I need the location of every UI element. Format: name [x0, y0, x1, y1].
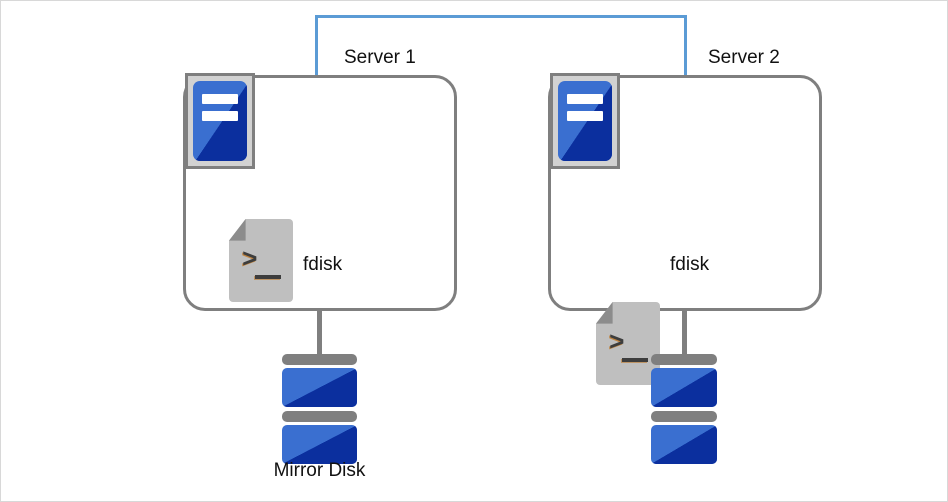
disk-bar-middle	[282, 411, 357, 422]
disk-bar-middle	[651, 411, 717, 422]
server-icon-bar-top	[566, 93, 604, 105]
disk-bar-top	[651, 354, 717, 365]
mirror-disk-label: Mirror Disk	[273, 460, 366, 481]
server-icon-bar-bottom	[201, 110, 239, 121]
fdisk-document-icon: >	[596, 302, 660, 385]
terminal-prompt-glyph: >	[242, 245, 258, 275]
document-fold-corner	[229, 219, 246, 241]
disk-platter-lower	[282, 425, 357, 464]
disk-bar-top	[282, 354, 357, 365]
server-machine-icon	[185, 73, 255, 169]
disk-platter-upper	[651, 368, 717, 407]
fdisk-document-icon: >	[229, 219, 293, 302]
document-fold-corner	[596, 302, 613, 324]
disk-platter-lower	[651, 425, 717, 464]
terminal-cursor-glyph	[255, 275, 281, 279]
server-1-fdisk-label: fdisk	[303, 254, 343, 275]
disk-platter-upper	[282, 368, 357, 407]
server-interconnect-bracket	[315, 15, 687, 77]
terminal-cursor-glyph	[622, 358, 648, 362]
server-machine-icon	[550, 73, 620, 169]
server-2-fdisk-label: fdisk	[670, 254, 710, 275]
server-icon-bar-top	[201, 93, 239, 105]
server-2-disk-connector	[682, 311, 687, 358]
server-2-label: Server 2	[708, 47, 780, 68]
server-1-label: Server 1	[344, 47, 416, 68]
server-icon-bar-bottom	[566, 110, 604, 121]
server-1-disk-stack	[282, 354, 357, 464]
server-1-disk-connector	[317, 311, 322, 358]
server-2-disk-stack	[651, 354, 717, 464]
terminal-prompt-glyph: >	[609, 328, 625, 358]
